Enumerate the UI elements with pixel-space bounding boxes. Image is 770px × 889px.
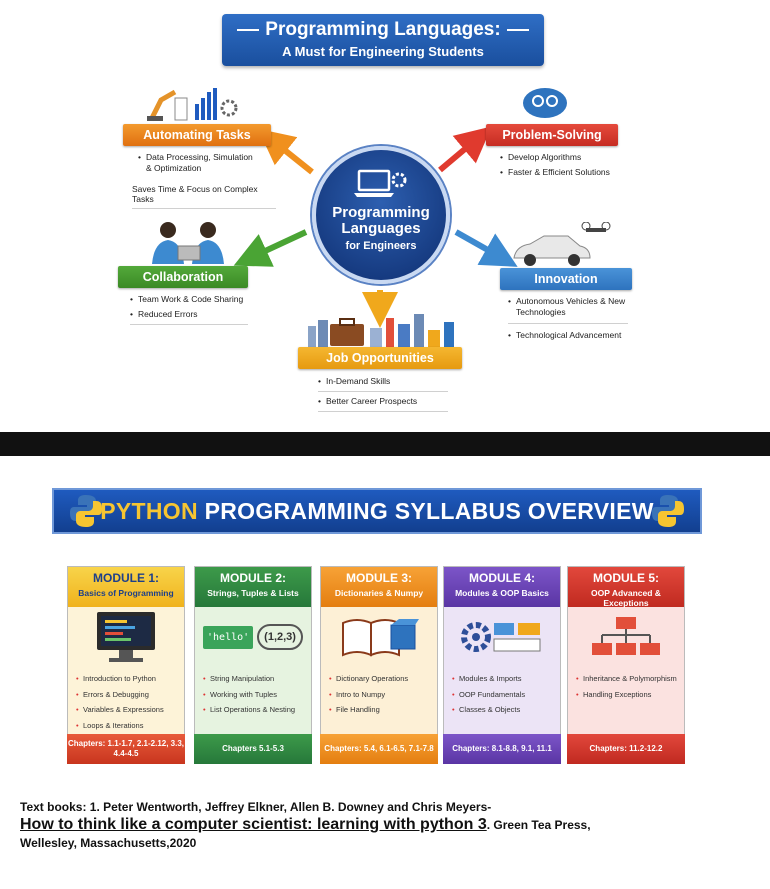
module-card-3: MODULE 3: Dictionaries & Numpy Dictionar… bbox=[320, 566, 438, 764]
central-hub: Programming Languages for Engineers bbox=[312, 146, 450, 284]
problem-bullet: Develop Algorithms bbox=[500, 150, 630, 165]
arrow-automating bbox=[257, 128, 314, 175]
module-topics: Modules & Imports OOP Fundamentals Class… bbox=[444, 667, 560, 718]
module-topics: Introduction to Python Errors & Debuggin… bbox=[68, 667, 184, 733]
module-topic: Loops & Iterations bbox=[76, 718, 178, 734]
team-laptop-icon bbox=[152, 222, 224, 264]
arrow-problem bbox=[438, 126, 492, 173]
gear-blocks-icon bbox=[461, 622, 541, 652]
module-subtitle: Strings, Tuples & Lists bbox=[207, 588, 299, 598]
innovation-bullet: Technological Advancement bbox=[508, 328, 628, 343]
book-cube-icon bbox=[342, 619, 419, 657]
module-card-2: MODULE 2: Strings, Tuples & Lists 'hello… bbox=[194, 566, 312, 764]
module-chapters: Chapters: 5.4, 6.1-6.5, 7.1-7.8 bbox=[320, 734, 438, 764]
module-topic: Handling Exceptions bbox=[576, 687, 678, 703]
arrows bbox=[233, 126, 518, 328]
module-title: MODULE 1: bbox=[93, 571, 159, 585]
topic-problem-solving: Problem-Solving bbox=[486, 124, 618, 146]
module-title: MODULE 3: bbox=[346, 571, 412, 585]
module-topic: Inheritance & Polymorphism bbox=[576, 671, 678, 687]
textbook-reference: Text books: 1. Peter Wentworth, Jeffrey … bbox=[20, 798, 740, 852]
innovation-bullets: Autonomous Vehicles & New Technologies T… bbox=[508, 294, 628, 343]
textbook-prefix: Text books: 1. Peter Wentworth, Jeffrey … bbox=[20, 800, 492, 814]
hub-line2: Languages bbox=[341, 220, 421, 237]
topic-collaboration: Collaboration bbox=[118, 266, 248, 288]
collaboration-bullets: Team Work & Code Sharing Reduced Errors bbox=[130, 292, 248, 325]
infographic-slide: Programming Languages: A Must for Engine… bbox=[0, 0, 770, 432]
title-line2: A Must for Engineering Students bbox=[282, 44, 484, 59]
module-card-4: MODULE 4: Modules & OOP Basics Modules &… bbox=[443, 566, 561, 764]
module-topic: Classes & Objects bbox=[452, 702, 554, 718]
module-topic: Modules & Imports bbox=[452, 671, 554, 687]
module-card-5: MODULE 5: OOP Advanced & Exceptions Inhe… bbox=[567, 566, 685, 764]
hello-string-icon: 'hello' bbox=[203, 625, 254, 649]
hub-line1: Programming bbox=[332, 204, 430, 221]
jobs-bullet: Better Career Prospects bbox=[318, 394, 448, 412]
topic-automating-tasks: Automating Tasks bbox=[123, 124, 271, 146]
automating-bullets: Data Processing, Simulation & Optimizati… bbox=[138, 150, 256, 176]
textbook-title: How to think like a computer scientist: … bbox=[20, 816, 487, 833]
syllabus-slide: PYTHON PROGRAMMING SYLLABUS OVERVIEW MOD… bbox=[0, 456, 770, 889]
automating-bullet: Data Processing, Simulation & Optimizati… bbox=[138, 150, 256, 176]
module-card-1: MODULE 1: Basics of Programming Introduc… bbox=[67, 566, 185, 764]
title-line1: Programming Languages: bbox=[265, 19, 501, 40]
module-subtitle: Basics of Programming bbox=[78, 588, 174, 598]
module-topic: Working with Tuples bbox=[203, 687, 305, 703]
module-title: MODULE 4: bbox=[469, 571, 535, 585]
module-topic: Variables & Expressions bbox=[76, 702, 178, 718]
innovation-bullet: Autonomous Vehicles & New Technologies bbox=[508, 294, 628, 324]
problem-bullet: Faster & Efficient Solutions bbox=[500, 165, 630, 180]
module-topic: File Handling bbox=[329, 702, 431, 718]
textbook-publisher: . Green Tea Press, bbox=[486, 818, 591, 832]
module-topic: OOP Fundamentals bbox=[452, 687, 554, 703]
banner-rest: PROGRAMMING SYLLABUS OVERVIEW bbox=[197, 498, 654, 524]
python-logo-icon bbox=[70, 495, 102, 527]
module-chapters: Chapters: 1.1-1.7, 2.1-2.12, 3.3, 4.4-4.… bbox=[67, 734, 185, 764]
module-topic: Introduction to Python bbox=[76, 671, 178, 687]
syllabus-banner: PYTHON PROGRAMMING SYLLABUS OVERVIEW bbox=[52, 488, 702, 534]
jobs-bullet: In-Demand Skills bbox=[318, 374, 448, 392]
module-topics: Dictionary Operations Intro to Numpy Fil… bbox=[321, 667, 437, 718]
module-chapters: Chapters: 11.2-12.2 bbox=[567, 734, 685, 764]
laptop-gear-icon bbox=[354, 169, 407, 197]
arrow-collaboration bbox=[233, 229, 308, 267]
module-topics: Inheritance & Polymorphism Handling Exce… bbox=[568, 667, 684, 702]
hierarchy-icon bbox=[592, 617, 660, 655]
module-topics: String Manipulation Working with Tuples … bbox=[195, 667, 311, 718]
python-logo-icon bbox=[652, 495, 684, 527]
brain-gear-icon bbox=[523, 88, 567, 118]
title-banner: Programming Languages: A Must for Engine… bbox=[222, 14, 544, 66]
hub-line3: for Engineers bbox=[345, 240, 417, 252]
monitor-code-icon bbox=[97, 612, 155, 662]
collaboration-bullet: Reduced Errors bbox=[130, 307, 248, 322]
module-title: MODULE 5: bbox=[593, 571, 659, 585]
module-subtitle: Modules & OOP Basics bbox=[455, 588, 549, 598]
problem-bullets: Develop Algorithms Faster & Efficient So… bbox=[500, 150, 630, 180]
robot-arm-chart-icon bbox=[147, 88, 238, 122]
collaboration-bullet: Team Work & Code Sharing bbox=[130, 292, 248, 307]
topic-innovation: Innovation bbox=[500, 268, 632, 290]
car-drone-icon bbox=[513, 222, 611, 266]
module-subtitle: Dictionaries & Numpy bbox=[334, 588, 424, 598]
module-topic: Intro to Numpy bbox=[329, 687, 431, 703]
module-title: MODULE 2: bbox=[220, 571, 286, 585]
module-topic: String Manipulation bbox=[203, 671, 305, 687]
arrow-innovation bbox=[454, 229, 518, 267]
topic-job-opportunities: Job Opportunities bbox=[298, 347, 462, 369]
textbook-location: Wellesley, Massachusetts,2020 bbox=[20, 836, 197, 850]
automating-note: Saves Time & Focus on Complex Tasks bbox=[132, 184, 276, 209]
module-subtitle: OOP Advanced & Exceptions bbox=[591, 588, 661, 608]
module-topic: Errors & Debugging bbox=[76, 687, 178, 703]
module-chapters: Chapters: 8.1-8.8, 9.1, 11.1 bbox=[443, 734, 561, 764]
module-topic: List Operations & Nesting bbox=[203, 702, 305, 718]
module-topic: Dictionary Operations bbox=[329, 671, 431, 687]
banner-python: PYTHON bbox=[100, 498, 198, 524]
tuple-icon: (1,2,3) bbox=[257, 624, 303, 650]
module-chapters: Chapters 5.1-5.3 bbox=[194, 734, 312, 764]
briefcase-city-icon bbox=[308, 314, 454, 348]
jobs-bullets: In-Demand Skills Better Career Prospects bbox=[318, 374, 448, 412]
